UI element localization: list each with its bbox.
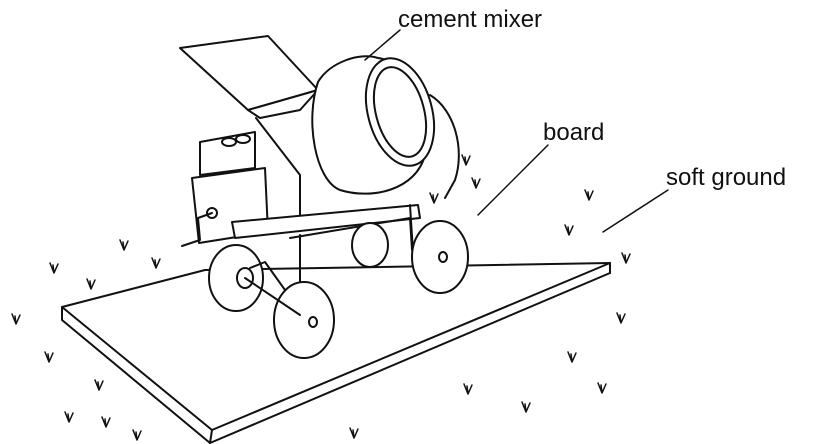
leader-line-soft-ground <box>602 189 669 233</box>
board <box>61 262 611 444</box>
leader-line-cement-mixer <box>364 29 401 61</box>
label-board: board <box>543 119 605 146</box>
cement-mixer <box>179 35 469 359</box>
leader-line-board <box>477 144 549 216</box>
label-soft-ground: soft ground <box>666 164 787 191</box>
grass-tufts <box>11 154 631 441</box>
wheels <box>208 220 469 359</box>
label-cement-mixer: cement mixer <box>398 6 543 33</box>
